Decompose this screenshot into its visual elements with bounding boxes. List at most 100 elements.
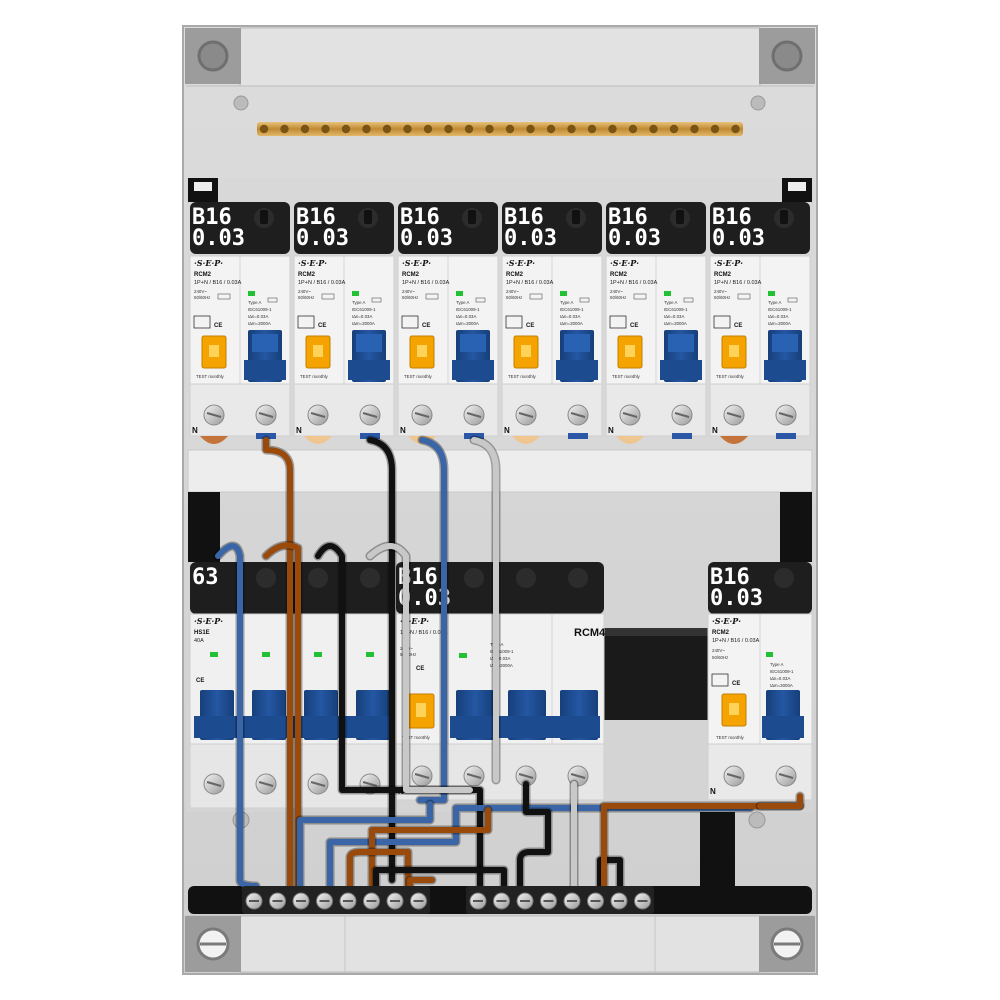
rating-label: B16 bbox=[296, 205, 336, 230]
idn-label: I∆n=0.03A bbox=[456, 314, 476, 319]
busbar-hole bbox=[464, 124, 474, 134]
std-label: IEC61009-1 bbox=[664, 307, 688, 312]
voltage-label: 240V~ bbox=[298, 289, 311, 294]
side-gap-left bbox=[188, 492, 220, 562]
busbar bbox=[257, 122, 743, 136]
busbar-hole bbox=[423, 124, 433, 134]
std-label: IEC61009-1 bbox=[770, 669, 794, 674]
screw-slot bbox=[518, 412, 534, 418]
busbar-hole bbox=[526, 124, 535, 134]
status-led bbox=[459, 653, 467, 658]
wire-brown-dist bbox=[369, 807, 491, 893]
wire-blue-right bbox=[327, 805, 753, 893]
freq-label: 50/60Hz bbox=[610, 295, 626, 300]
screw-slot bbox=[674, 412, 690, 418]
sensitivity-label: 0.03 bbox=[400, 226, 453, 251]
corner-mount-tr bbox=[759, 28, 815, 84]
busbar-hole bbox=[485, 124, 494, 134]
test-label: TEST monthly bbox=[300, 374, 329, 379]
earth-terminal-block bbox=[466, 886, 654, 914]
icn-label: I∆m=3000A bbox=[248, 321, 271, 326]
busbar-hole bbox=[608, 124, 617, 134]
test-label: TEST monthly bbox=[716, 735, 745, 740]
freq-label: 50/60Hz bbox=[194, 295, 210, 300]
plate-knob-slot bbox=[572, 210, 580, 224]
status-led bbox=[248, 291, 255, 296]
rating-box bbox=[217, 293, 231, 300]
rcm4-rating-plate bbox=[396, 562, 604, 614]
rating-label: B16 bbox=[504, 205, 544, 230]
type-label: Type A bbox=[770, 662, 783, 667]
neutral-label: N bbox=[296, 426, 302, 435]
voltage-label: 240V~ bbox=[712, 648, 725, 653]
brand-logo: ·S·E·P· bbox=[506, 258, 535, 268]
rating-label: B16 bbox=[400, 205, 440, 230]
test-label: TEST monthly bbox=[196, 374, 225, 379]
wire-black-dist bbox=[373, 867, 507, 893]
wire-black bbox=[367, 437, 395, 883]
screw-slot bbox=[622, 412, 638, 418]
test-button-face bbox=[521, 345, 531, 357]
toggle-grip bbox=[772, 334, 798, 352]
terminal-clip bbox=[360, 433, 380, 439]
icn-label: I∆m=3000A bbox=[770, 683, 793, 688]
ce-mark: CE bbox=[526, 323, 534, 329]
icn-label: I∆m=3000A bbox=[490, 663, 513, 668]
status-led bbox=[352, 291, 359, 296]
rating-box bbox=[425, 293, 439, 300]
type-label: Type A bbox=[768, 300, 781, 305]
busbar-hole bbox=[341, 124, 351, 134]
terminal-clip bbox=[672, 433, 692, 439]
plate-knob-slot bbox=[676, 210, 684, 224]
spec-label: 1P+N / B16 / 0.03A bbox=[298, 280, 346, 286]
screw-slot bbox=[778, 412, 794, 418]
terminal-clip bbox=[776, 433, 796, 439]
neutral-label: N bbox=[504, 426, 510, 435]
icn-label: I∆m=3000A bbox=[352, 321, 375, 326]
freq-label: 50/60Hz bbox=[298, 295, 314, 300]
idn-label: I∆n=0.03A bbox=[768, 314, 788, 319]
sensitivity-label: 0.03 bbox=[296, 226, 349, 251]
kema-mark bbox=[713, 315, 731, 329]
ce-mark: CE bbox=[196, 678, 204, 684]
std-label: IEC61009-1 bbox=[490, 649, 514, 654]
icn-label: I∆m=3000A bbox=[456, 321, 479, 326]
toggle-grip bbox=[356, 334, 382, 352]
screw-slot bbox=[258, 781, 274, 787]
main-model-label: HS1E bbox=[194, 630, 210, 636]
ce-mark: CE bbox=[416, 666, 424, 672]
spec-label: 1P+N / B16 / 0.03A bbox=[194, 280, 242, 286]
main-rating-label: 63 bbox=[192, 565, 219, 590]
type-label: Type A bbox=[352, 300, 365, 305]
plate-knob-slot bbox=[364, 210, 372, 224]
type-box bbox=[683, 297, 694, 303]
toggle-grip bbox=[564, 334, 590, 352]
voltage-label: 240V~ bbox=[194, 289, 207, 294]
test-button-face bbox=[416, 703, 426, 717]
freq-label: 50/60Hz bbox=[402, 295, 418, 300]
plate-knob-slot bbox=[780, 210, 788, 224]
status-led bbox=[664, 291, 671, 296]
wire-brown-end bbox=[757, 793, 803, 809]
rating-label: B16 bbox=[710, 565, 750, 590]
type-box bbox=[475, 297, 486, 303]
type-label: Type A bbox=[456, 300, 469, 305]
screw-slot bbox=[570, 773, 586, 779]
ce-mark: CE bbox=[734, 323, 742, 329]
sensitivity-label: 0.03 bbox=[192, 226, 245, 251]
model-label: RCM2 bbox=[610, 272, 628, 278]
idn-label: I∆n=0.03A bbox=[770, 676, 790, 681]
screw-slot bbox=[414, 773, 430, 779]
spec-label: 1P+N / B16 / 0.03A bbox=[402, 280, 450, 286]
screw-slot bbox=[258, 412, 274, 418]
screw-slot bbox=[726, 773, 742, 779]
top-cover bbox=[239, 27, 761, 87]
voltage-label: 240V~ bbox=[610, 289, 623, 294]
plate-knob-slot bbox=[260, 210, 268, 224]
wire-black-rcm bbox=[517, 781, 551, 893]
test-label: TEST monthly bbox=[716, 374, 745, 379]
kema-mark bbox=[505, 315, 523, 329]
